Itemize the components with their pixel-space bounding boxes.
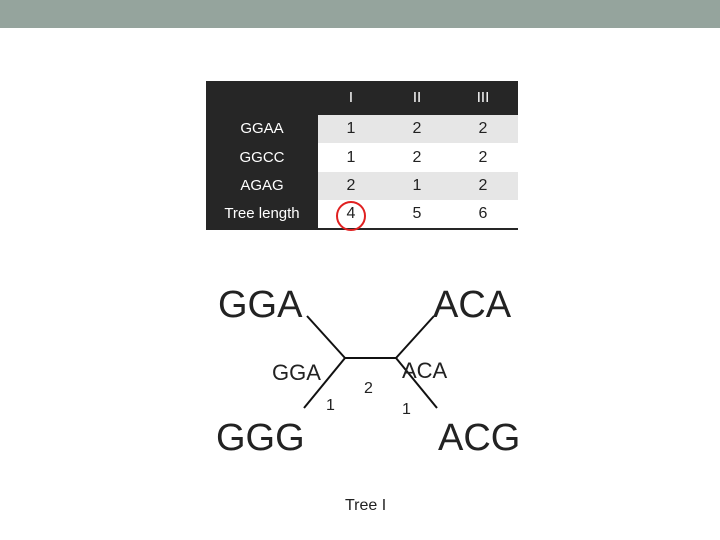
table-bottom-rule (318, 228, 518, 230)
leaf-top-left: GGA (218, 284, 303, 326)
leaf-bottom-left: GGG (216, 417, 305, 459)
row-label: GGAA (240, 120, 284, 137)
table-cell: 5 (412, 205, 422, 222)
table-cell: 2 (412, 120, 422, 137)
table-cell: 2 (478, 149, 488, 166)
branch-length-middle: 2 (364, 380, 373, 397)
table-row: 1 2 2 (318, 115, 518, 143)
table-cell: 6 (478, 205, 488, 222)
table-cell: 1 (412, 177, 422, 194)
top-banner (0, 0, 720, 28)
table-row: 2 1 2 (318, 172, 518, 200)
row-label: Tree length (224, 205, 300, 222)
table-row-header-column (206, 81, 318, 230)
branch-length-left: 1 (326, 397, 335, 414)
table-cell: 2 (346, 177, 356, 194)
internal-node-right: ACA (402, 358, 448, 383)
table-column-header-row (318, 81, 518, 115)
branch-bottom-left (303, 357, 346, 409)
highlight-circle (336, 201, 366, 231)
table-cell: 1 (346, 149, 356, 166)
table-cell: 2 (478, 120, 488, 137)
branch-length-right: 1 (402, 401, 411, 418)
row-label: GGCC (239, 149, 285, 166)
column-header-3: III (476, 89, 490, 106)
leaf-bottom-right: ACG (438, 417, 521, 459)
tree-caption: Tree I (345, 497, 387, 514)
table-cell: 2 (478, 177, 488, 194)
table-cell: 2 (412, 149, 422, 166)
column-header-1: I (348, 89, 354, 106)
row-label: AGAG (240, 177, 284, 194)
branch-bottom-right (395, 357, 438, 409)
leaf-top-right: ACA (433, 284, 512, 326)
table-row: 1 2 2 (318, 143, 518, 172)
parsimony-table: I II III GGAA 1 2 2 GGCC 1 2 2 AGAG 2 1 … (206, 81, 518, 231)
column-header-2: II (412, 89, 422, 106)
internal-node-left: GGA (272, 360, 321, 385)
table-cell: 1 (346, 120, 356, 137)
branch-top-right (395, 315, 435, 359)
branch-top-left (306, 315, 346, 359)
